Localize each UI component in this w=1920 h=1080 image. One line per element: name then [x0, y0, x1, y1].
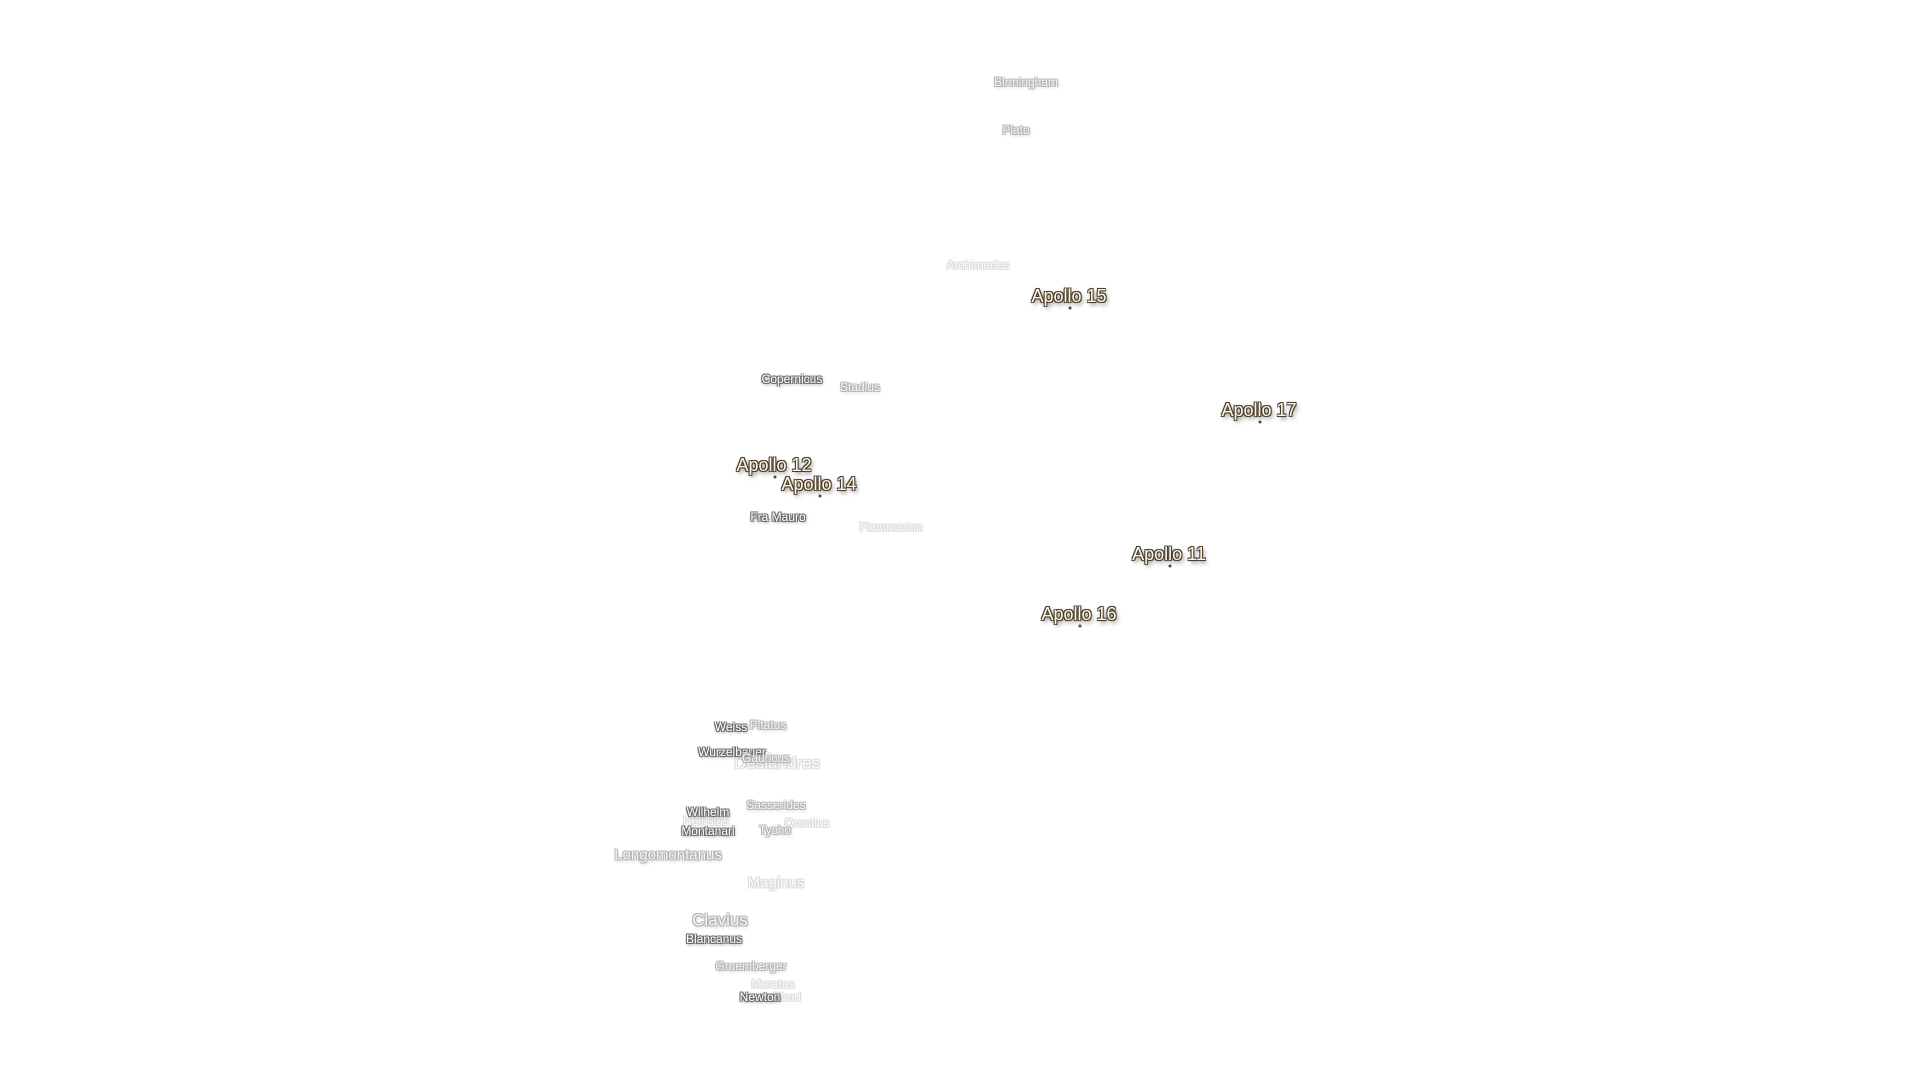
- crater-label-short[interactable]: Short: [772, 990, 802, 1004]
- apollo-12-label[interactable]: Apollo 12: [736, 455, 812, 475]
- crater-label-wurzelbauer[interactable]: Wurzelbauer: [698, 745, 766, 759]
- crater-label-plato[interactable]: Plato: [1002, 123, 1030, 137]
- crater-label-pitatus[interactable]: Pitatus: [749, 718, 787, 732]
- crater-label-tycho[interactable]: Tycho: [758, 823, 792, 837]
- apollo-11-site-marker[interactable]: [1168, 564, 1172, 568]
- apollo-15-label[interactable]: Apollo 15: [1031, 286, 1107, 306]
- crater-label-heinsius[interactable]: Heinsius: [682, 814, 730, 828]
- crater-label-flammarion[interactable]: Flammarion: [859, 520, 923, 534]
- crater-label-wilhelm[interactable]: Wilhelm: [686, 805, 730, 819]
- crater-label-longomontanus[interactable]: Longomontanus: [614, 846, 722, 864]
- crater-label-maginus[interactable]: Maginus: [747, 874, 805, 892]
- apollo-17-label[interactable]: Apollo 17: [1221, 400, 1297, 420]
- crater-label-deslandres[interactable]: Deslandres: [734, 753, 820, 773]
- crater-label-gauricus[interactable]: Gauricus: [741, 751, 791, 765]
- crater-label-clavius[interactable]: Clavius: [692, 910, 748, 930]
- apollo-14-site-marker[interactable]: [818, 494, 822, 498]
- apollo-15-site-marker[interactable]: [1068, 306, 1072, 310]
- crater-label-stadius[interactable]: Stadius: [839, 380, 881, 394]
- apollo-17-site-marker[interactable]: [1258, 420, 1262, 424]
- crater-label-archimedes[interactable]: Archimedes: [946, 258, 1010, 272]
- crater-label-gruemberger[interactable]: Gruemberger: [715, 959, 787, 973]
- crater-label-birmingham[interactable]: Birmingham: [993, 75, 1059, 89]
- crater-label-newton[interactable]: Newton: [739, 990, 781, 1004]
- crater-label-copernicus[interactable]: Copernicus: [761, 372, 823, 386]
- crater-label-sasserides[interactable]: Sasserides: [746, 798, 806, 812]
- crater-label-weiss[interactable]: Weiss: [714, 720, 748, 734]
- apollo-16-label[interactable]: Apollo 16: [1041, 604, 1117, 624]
- apollo-12-site-marker[interactable]: [773, 475, 777, 479]
- crater-label-moretus[interactable]: Moretus: [751, 977, 795, 991]
- crater-label-orontius[interactable]: Orontius: [784, 816, 830, 830]
- apollo-14-label[interactable]: Apollo 14: [781, 474, 857, 494]
- crater-label-montanari[interactable]: Montanari: [681, 824, 735, 838]
- crater-label-blancanus[interactable]: Blancanus: [685, 932, 743, 946]
- apollo-11-label[interactable]: Apollo 11: [1132, 544, 1206, 564]
- apollo-16-site-marker[interactable]: [1078, 624, 1082, 628]
- crater-label-fra-mauro[interactable]: Fra Mauro: [750, 510, 806, 524]
